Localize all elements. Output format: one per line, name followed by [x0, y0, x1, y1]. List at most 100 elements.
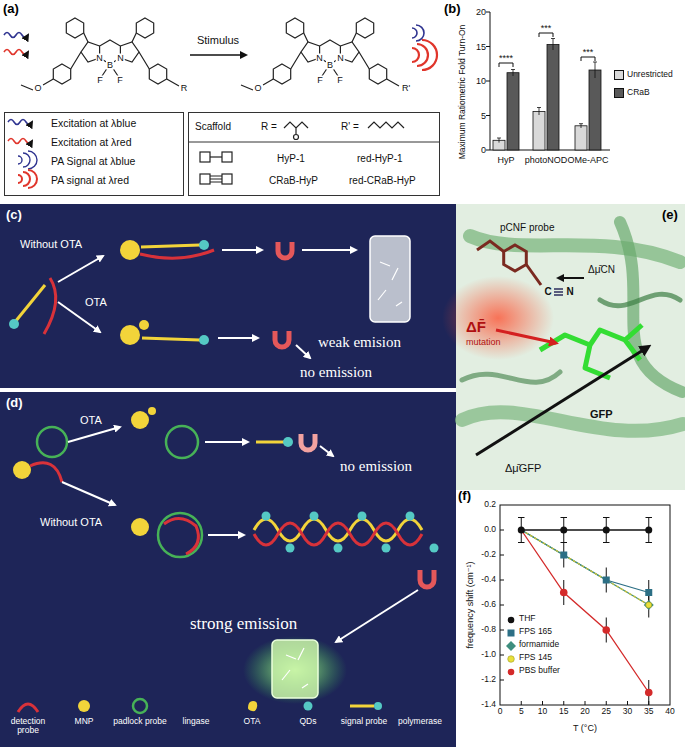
legend-text: OTA — [225, 717, 279, 726]
node-text: Scaffold — [195, 121, 231, 133]
legend-text: formamide — [519, 640, 559, 650]
atom-label: F — [116, 76, 124, 85]
atom-label: B — [106, 61, 114, 70]
arrow-label: Stimulus — [197, 34, 239, 47]
field-label: mutation — [466, 337, 501, 347]
axis-tick: 20 — [580, 707, 589, 717]
node-text: no emission — [300, 364, 372, 381]
legend-text: QDs — [281, 717, 335, 726]
axis-tick: -0.8 — [481, 625, 496, 635]
node-text: R = — [261, 121, 277, 133]
atom-label: N — [95, 54, 104, 63]
node-text: strong emission — [190, 614, 297, 634]
axis-title: frequency shift (cm⁻¹) — [465, 562, 475, 649]
legend-text: FPS 165 — [519, 627, 552, 637]
node-text: red-CRaB-HyP — [349, 175, 416, 187]
legend-text: signal probe — [337, 717, 391, 726]
panel-letter: (b) — [444, 2, 461, 17]
axis-tick: 5 — [519, 707, 524, 717]
axis-tick: 20 — [476, 7, 486, 17]
axis-tick: 15 — [559, 707, 568, 717]
axis-tick: 0 — [498, 707, 503, 717]
axis-tick: 10 — [538, 707, 547, 717]
node-text: Excitation at λblue — [51, 117, 136, 129]
axis-tick: 5 — [481, 110, 486, 120]
legend-text: THF — [519, 614, 536, 624]
legend-text: PBS buffer — [519, 666, 560, 676]
node-text: PA Signal at λblue — [51, 155, 135, 167]
panel-letter: (e) — [662, 208, 678, 223]
atom-label: N — [336, 54, 345, 63]
scheme-panel: Without OTA OTA weak emision no emission — [0, 204, 456, 388]
axis-tick: 10 — [476, 76, 486, 86]
legend-text: FPS 145 — [519, 653, 552, 663]
category-label: OMe-APC — [567, 155, 608, 165]
vector-label: Δμ̄CN — [588, 264, 615, 276]
node-text: PA signal at λred — [51, 174, 129, 186]
panel-letter: (a) — [3, 2, 19, 17]
node-text: OTA — [80, 414, 102, 427]
axis-tick: -0.2 — [481, 550, 496, 560]
axis-tick: -1.2 — [481, 675, 496, 685]
axis-tick: -1.0 — [481, 650, 496, 660]
atom-label: B — [326, 61, 334, 70]
node-text: Without OTA — [20, 238, 82, 251]
legend-text: lingase — [169, 717, 223, 726]
atom-label: F — [96, 76, 104, 85]
protein-label: GFP — [590, 408, 613, 421]
axis-tick: 0.2 — [484, 500, 496, 510]
significance-mark: **** — [499, 53, 513, 63]
node-text: red-HyP-1 — [357, 153, 403, 165]
axis-title: T (°C) — [573, 723, 597, 733]
node-text: OTA — [85, 296, 107, 309]
axis-tick: 25 — [602, 707, 611, 717]
scaffold-table: Scaffold R = R' = HyP-1 red-HyP-1CRaB-HyP red… — [188, 112, 440, 196]
probe-label: pCNF probe — [500, 222, 554, 234]
legend-text: CRaB — [627, 88, 650, 98]
atom-label: F — [316, 76, 324, 85]
field-label: ΔF̄ — [466, 318, 486, 335]
axis-tick: 30 — [623, 707, 632, 717]
axis-tick: 40 — [665, 707, 674, 717]
substituent-label: R — [180, 84, 189, 93]
panel-letter: (c) — [6, 208, 22, 223]
atom-label: N — [315, 54, 324, 63]
atom-label: N — [116, 54, 125, 63]
vector-label: Δμ̄GFP — [505, 462, 541, 475]
substituent-label: R' — [401, 84, 411, 93]
scheme-panel: OTA no emissionWithout OTA strong emission — [0, 392, 456, 747]
legend-swatch — [614, 88, 624, 98]
panel-letter: (d) — [6, 396, 23, 411]
atom-label: N — [566, 286, 573, 298]
legend-swatch — [614, 70, 624, 80]
legend-text: Unrestricted — [627, 70, 673, 80]
node-text: weak emision — [318, 334, 401, 351]
legend-text: MNP — [57, 717, 111, 726]
axis-tick: 35 — [644, 707, 653, 717]
legend-text: detection probe — [1, 717, 55, 735]
legend-text: padlock probe — [113, 717, 167, 726]
axis-tick: 0 — [481, 145, 486, 155]
axis-title: Maximum Ratiometric Fold Turn-On — [458, 25, 468, 160]
legend-box: Excitation at λblueExcitation at λred PA … — [4, 112, 184, 196]
node-text: R' = — [341, 121, 359, 133]
node-text: HyP-1 — [277, 153, 305, 165]
significance-mark: *** — [541, 23, 552, 33]
atom-label: F — [336, 76, 344, 85]
category-label: HyP — [497, 155, 514, 165]
node-text: CRaB-HyP — [269, 175, 318, 187]
category-label: photoNOD — [525, 155, 568, 165]
axis-tick: -0.4 — [481, 575, 496, 585]
panel-letter: (f) — [458, 489, 471, 504]
axis-tick: 0.0 — [484, 525, 496, 535]
legend-text: polymerase — [393, 717, 447, 726]
significance-mark: *** — [583, 47, 594, 57]
axis-tick: -1.4 — [481, 700, 496, 710]
node-text: no emission — [340, 458, 412, 475]
node-text: Excitation at λred — [51, 136, 132, 148]
axis-tick: 15 — [476, 41, 486, 51]
axis-tick: -0.6 — [481, 600, 496, 610]
node-text: Without OTA — [40, 516, 102, 529]
atom-label: O — [33, 84, 42, 93]
